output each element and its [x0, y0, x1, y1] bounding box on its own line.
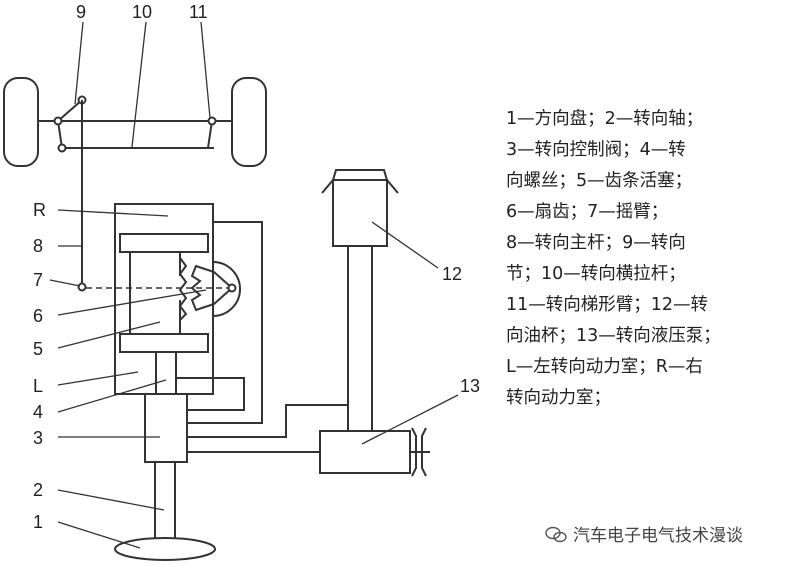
- label-L: L: [33, 376, 43, 396]
- rack-teeth: [178, 257, 188, 321]
- leader-L: [57, 371, 139, 386]
- legend-line: 节；10—转向横拉杆；: [506, 264, 686, 284]
- leader-1: [57, 521, 141, 549]
- leader-12: [371, 221, 439, 269]
- piston-top-land: [119, 233, 209, 253]
- pump-pulley-b: [421, 427, 427, 477]
- control-valve-3: [144, 393, 188, 463]
- legend-line: 向螺丝；5—齿条活塞；: [506, 171, 693, 191]
- joint-tie-left: [57, 143, 67, 153]
- line-to-pump: [187, 404, 349, 438]
- leader-9: [74, 21, 84, 105]
- line-R: [187, 221, 263, 424]
- steering-shaft-2: [154, 461, 176, 543]
- leader-2: [57, 489, 165, 511]
- leader-4: [57, 379, 167, 413]
- label-9: 9: [76, 2, 86, 22]
- legend-line: 6—扇齿；7—摇臂；: [506, 202, 669, 222]
- steering-gear: [86, 203, 241, 395]
- legend-line: 转向动力室；: [506, 388, 611, 408]
- sector-shaft: [227, 283, 237, 293]
- label-11: 11: [189, 2, 208, 22]
- legend-line: 3—转向控制阀；4—转: [506, 140, 686, 160]
- label-2: 2: [33, 480, 43, 500]
- parts-legend: 1—方向盘；2—转向轴； 3—转向控制阀；4—转 向螺丝；5—齿条活塞； 6—扇…: [506, 104, 789, 414]
- legend-line: 向油杯；13—转向液压泵；: [506, 326, 721, 346]
- reservoir-cap: [321, 169, 399, 194]
- watermark: 汽车电子电气技术漫谈: [545, 521, 743, 546]
- label-3: 3: [33, 428, 43, 448]
- leader-7: [49, 279, 81, 287]
- leader-lines: [49, 21, 459, 549]
- label-5: 5: [33, 339, 43, 359]
- sector-housing-bulge: [212, 261, 241, 317]
- front-axle-assembly: [3, 77, 267, 292]
- label-13: 13: [460, 376, 480, 396]
- right-wheel: [231, 77, 267, 167]
- label-6: 6: [33, 306, 43, 326]
- label-12: 12: [442, 264, 462, 284]
- label-8: 8: [33, 236, 43, 256]
- legend-line: 1—方向盘；2—转向轴；: [506, 109, 704, 129]
- legend-line: 8—转向主杆；9—转向: [506, 233, 686, 253]
- pump-body: [319, 430, 411, 474]
- part-labels: 9 10 11 R 8 7 6 5 L 4 3 2 1 12 13: [33, 2, 480, 532]
- label-1: 1: [33, 512, 43, 532]
- label-R: R: [33, 200, 46, 220]
- label-7: 7: [33, 270, 43, 290]
- leader-10: [131, 21, 147, 148]
- oil-reservoir: [321, 169, 399, 247]
- label-4: 4: [33, 402, 43, 422]
- leader-6: [57, 289, 207, 316]
- steering-column: [114, 393, 216, 561]
- line-L: [176, 377, 245, 411]
- left-steering-knuckle: [55, 99, 83, 122]
- leader-5: [57, 321, 161, 349]
- steering-wheel-1: [114, 537, 216, 561]
- leader-11: [200, 21, 211, 119]
- legend-line: L—左转向动力室；R—右: [506, 357, 703, 377]
- leader-R: [57, 209, 169, 217]
- hydraulic-lines: [176, 221, 373, 453]
- hydraulic-pump: [319, 427, 430, 477]
- left-trapezoid-arm: [57, 120, 63, 149]
- pitman-arm-joint: [77, 282, 87, 292]
- leader-13: [361, 394, 459, 445]
- joint-11: [207, 116, 217, 126]
- piston-bottom-land: [119, 333, 209, 353]
- right-trapezoid-arm: [207, 120, 213, 149]
- pump-pulley: [411, 427, 417, 477]
- watermark-text: 汽车电子电气技术漫谈: [573, 526, 743, 546]
- joint-9b: [53, 116, 63, 126]
- left-wheel: [3, 77, 39, 167]
- label-10: 10: [132, 2, 152, 22]
- chat-bubbles-icon: [545, 526, 567, 543]
- reservoir-body: [332, 179, 388, 247]
- legend-line: 11—转向梯形臂；12—转: [506, 295, 709, 315]
